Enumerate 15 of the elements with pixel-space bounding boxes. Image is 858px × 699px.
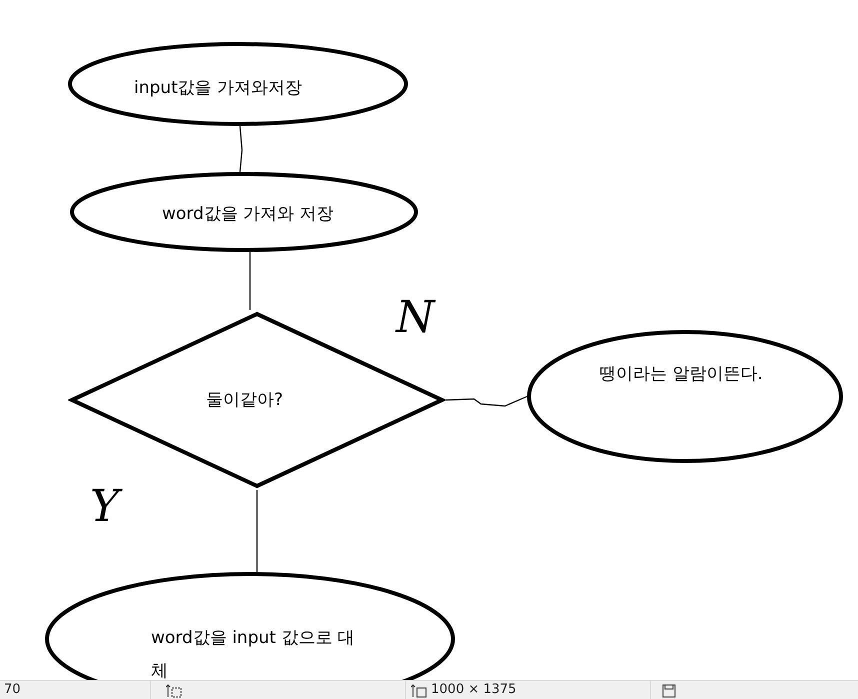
status-text: 1000 × 1375 bbox=[431, 681, 516, 699]
edge-label: N bbox=[396, 296, 434, 340]
process-ellipse bbox=[527, 330, 843, 463]
process-ellipse bbox=[68, 42, 408, 126]
connector-line bbox=[446, 396, 528, 407]
status-text: 70 bbox=[4, 681, 21, 699]
node-text: word값을 input 값으로 대체 bbox=[151, 627, 356, 683]
connector-line bbox=[249, 252, 251, 310]
connector-line bbox=[256, 490, 258, 572]
process-ellipse bbox=[70, 172, 418, 252]
node-text: input값을 가져와저장 bbox=[134, 77, 304, 100]
node-text: 땡이라는 알람이뜬다. bbox=[599, 363, 764, 386]
node-text: 둘이같아? bbox=[206, 389, 284, 412]
node-text: word값을 가져와 저장 bbox=[162, 203, 335, 226]
connector-line bbox=[239, 126, 243, 172]
